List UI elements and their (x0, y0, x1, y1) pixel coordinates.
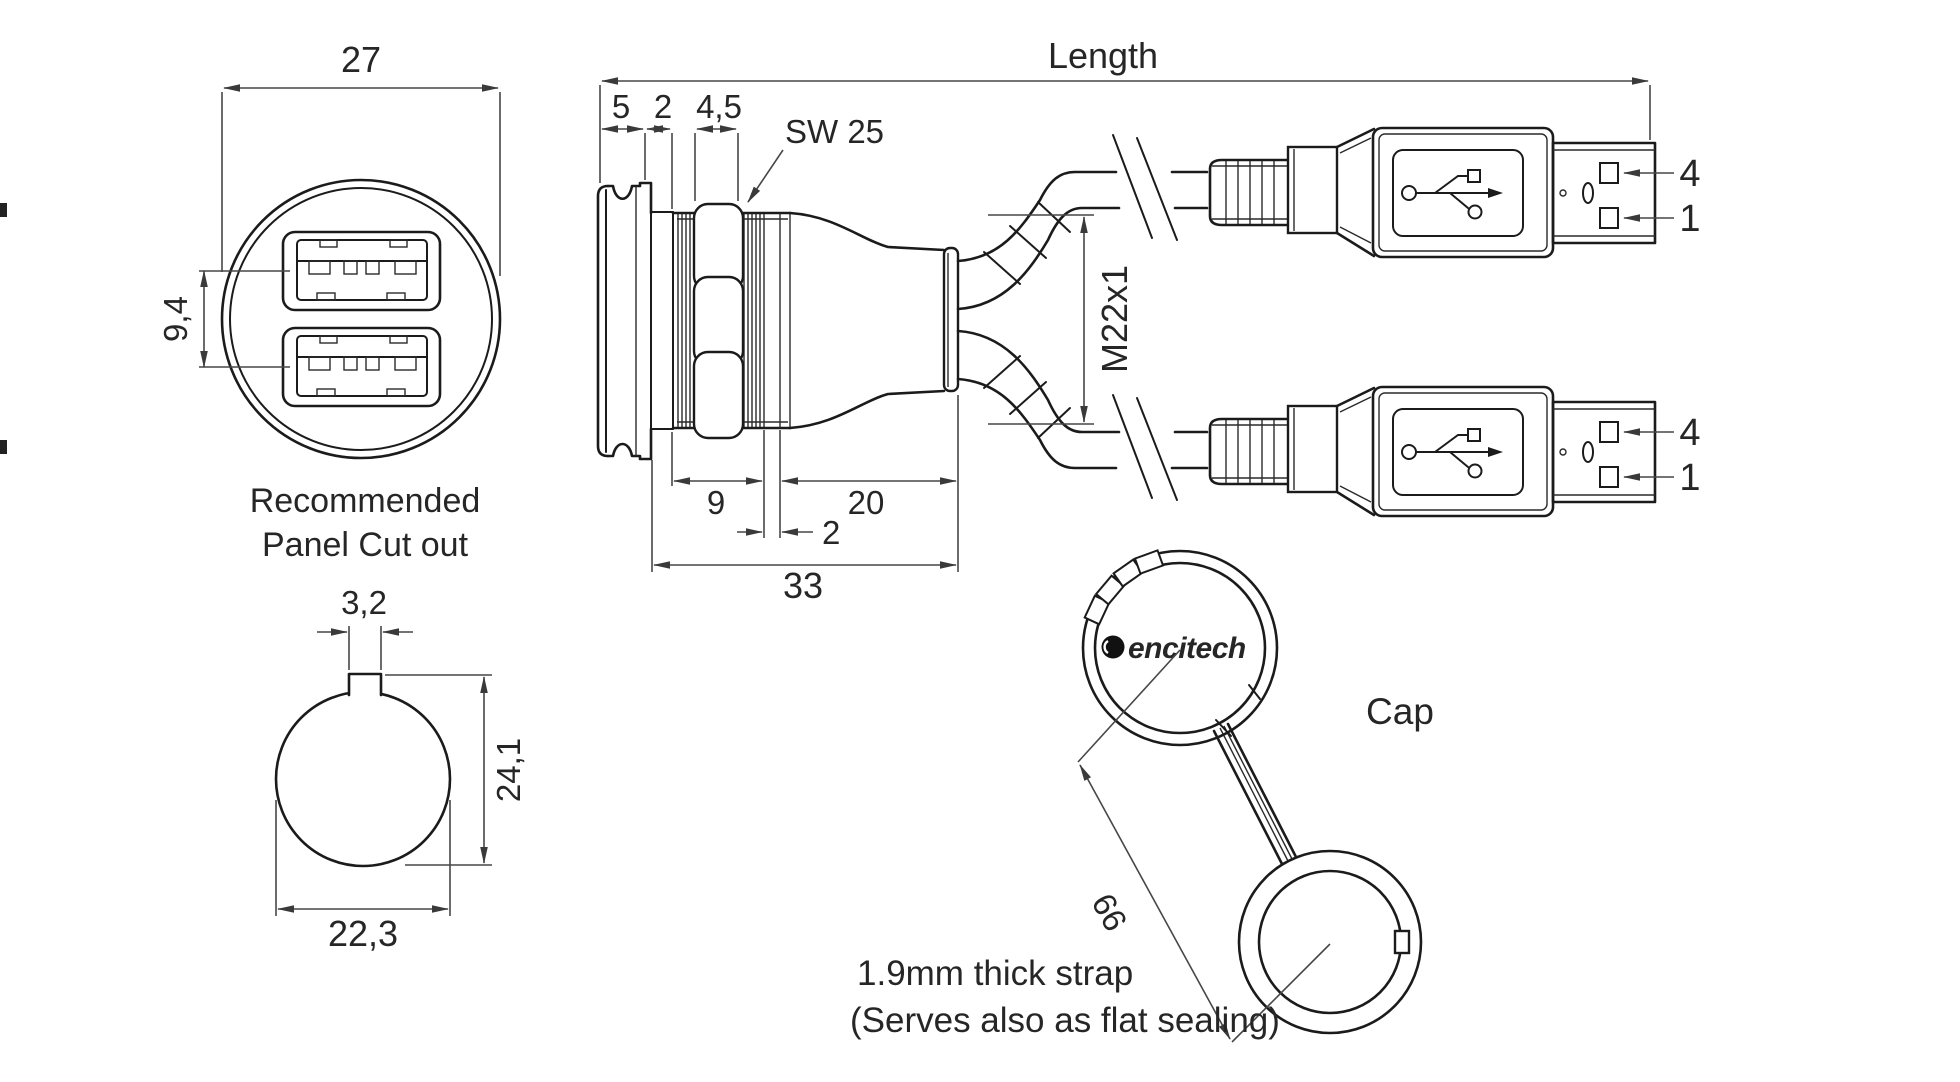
dim-3-2-label: 3,2 (341, 584, 387, 621)
usb-trident-icon (1401, 169, 1503, 220)
callout-wrench-size: SW 25 (747, 113, 884, 203)
dimension-length: Length (599, 35, 1651, 183)
encitech-logo-icon (1101, 635, 1125, 659)
strain-relief-bottom (1208, 417, 1290, 486)
pin-callouts-top: 4 1 (1623, 153, 1701, 240)
cable-bottom (956, 329, 1209, 501)
dim-9-4-label: 9,4 (157, 296, 194, 342)
pin4-contact-top (1599, 162, 1619, 184)
sw25-label: SW 25 (785, 113, 884, 150)
flange (596, 181, 653, 461)
dimension-bottom-stack: 9 20 2 33 (651, 395, 959, 606)
connector-body (788, 211, 960, 430)
pin4-label-top: 4 (1679, 153, 1700, 195)
cap-view: encitech 66 Cap 1.9mm thick strap (Serve… (850, 549, 1434, 1043)
usb-receptacle-top (281, 230, 442, 312)
cable-top-ticks (983, 201, 1071, 285)
cable-top-break (1112, 134, 1178, 241)
pin1-label-bottom: 1 (1679, 457, 1700, 499)
collar (650, 211, 674, 430)
dim-22-3-label: 22,3 (328, 913, 398, 954)
dim-9-label: 9 (707, 484, 725, 521)
cap-seal-ring (1237, 849, 1423, 1035)
strap-note-line1: 1.9mm thick strap (857, 954, 1133, 993)
shell-hole-top (1559, 189, 1567, 197)
dim-27-label: 27 (341, 39, 381, 80)
dim-4-5-label: 4,5 (696, 88, 742, 125)
scan-artifacts (0, 203, 7, 454)
hex-nut (692, 202, 745, 440)
pin1-contact-bottom (1599, 466, 1619, 488)
dim-33-label: 33 (783, 565, 823, 606)
usb-receptacle-bottom (281, 326, 442, 408)
cable-bottom-break (1112, 394, 1178, 501)
plug-neck-top (1286, 145, 1339, 235)
m22x1-label: M22x1 (1094, 265, 1135, 373)
shell-hole-bottom (1559, 448, 1567, 456)
dim-20-label: 20 (848, 484, 885, 521)
strap-note-line2: (Serves also as flat sealing) (850, 1001, 1280, 1040)
side-view: Length 5 2 4,5 SW 25 M22x1 (596, 35, 1651, 606)
plug-chamfer-bottom (1335, 386, 1376, 517)
bezel-inner-circle (229, 187, 493, 451)
pin4-contact-bottom (1599, 421, 1619, 443)
pin-callouts-bottom: 4 1 (1623, 412, 1701, 499)
dimension-front-width: 27 (221, 39, 501, 276)
strain-relief-top (1208, 158, 1290, 227)
seal-ring-keyway (1393, 929, 1411, 955)
pin1-label-top: 1 (1679, 198, 1700, 240)
usb-trident-icon-2 (1401, 428, 1503, 479)
dim-5-label: 5 (612, 88, 630, 125)
shell-slot-top (1582, 182, 1594, 204)
bezel-outer-circle (220, 178, 502, 460)
cap-ring: encitech (1081, 549, 1279, 747)
usb-logo-plate-top (1392, 149, 1524, 237)
dim-24-1-label: 24,1 (490, 738, 527, 802)
cap-strap (1212, 722, 1298, 866)
dimension-front-stack: 5 2 4,5 (601, 88, 742, 209)
cap-ring-segments (1215, 684, 1261, 737)
cable-bottom-ticks (983, 355, 1071, 439)
usb-plug-top: 4 1 (1208, 126, 1701, 259)
cutout-heading-line2: Panel Cut out (262, 526, 469, 564)
plug-chamfer-top (1335, 127, 1376, 258)
panel-cutout-view: Recommended Panel Cut out 3,2 24,1 22,3 (250, 482, 527, 954)
shell-slot-bottom (1582, 441, 1594, 463)
plug-shell-top (1551, 141, 1657, 245)
cutout-circle (274, 690, 452, 868)
dimension-notch-width: 3,2 (317, 584, 413, 670)
cap-label: Cap (1366, 691, 1434, 732)
dim-66-label: 66 (1084, 887, 1134, 937)
plug-shell-bottom (1551, 400, 1657, 504)
pin1-contact-top (1599, 207, 1619, 229)
usb-logo-plate-bottom (1392, 408, 1524, 496)
dimension-cutout-width: 22,3 (275, 800, 451, 954)
cable-top (956, 134, 1209, 311)
dim-length-label: Length (1048, 35, 1158, 76)
cap-ring-knuckles (1083, 549, 1165, 626)
front-view: 27 9,4 (157, 39, 502, 460)
dimension-port-spacing: 9,4 (157, 270, 290, 368)
brand-label: encitech (1128, 632, 1246, 665)
dim-2-bottom-label: 2 (822, 514, 840, 551)
cutout-keyway-notch (347, 672, 383, 697)
dimension-thread: M22x1 (988, 214, 1135, 425)
plug-neck-bottom (1286, 404, 1339, 494)
pin4-label-bottom: 4 (1679, 412, 1700, 454)
usb-plug-bottom: 4 1 (1208, 385, 1701, 518)
cutout-heading-line1: Recommended (250, 482, 481, 520)
dimension-cutout-height: 24,1 (385, 674, 527, 866)
dim-2-top-label: 2 (654, 88, 672, 125)
